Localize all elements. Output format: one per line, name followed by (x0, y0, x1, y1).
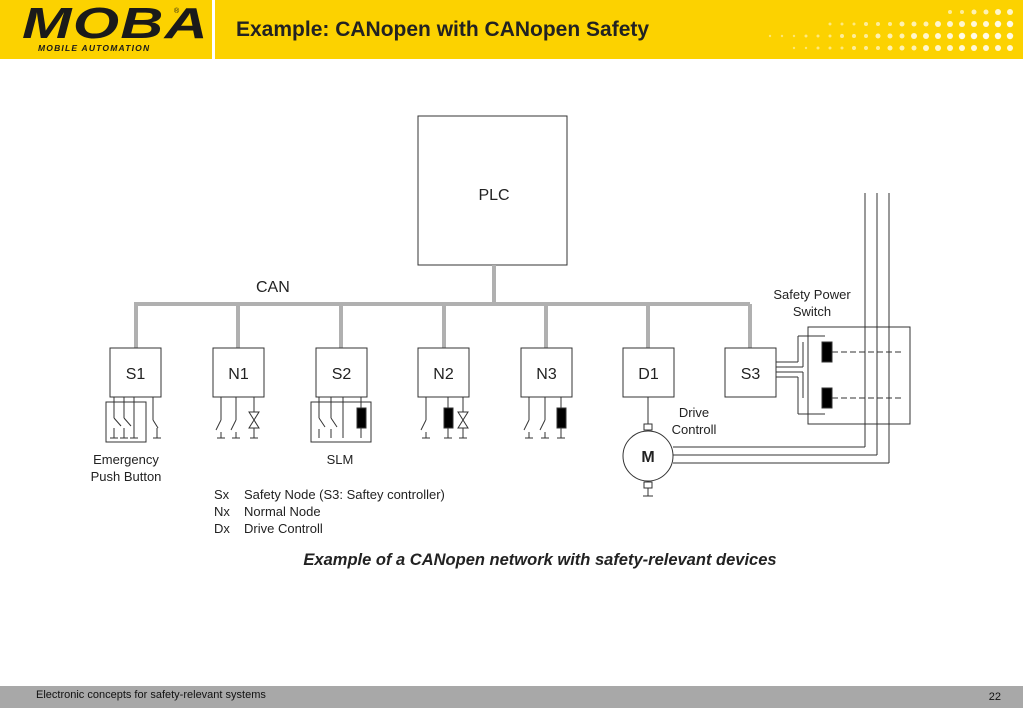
node-s1: S1 (109, 347, 162, 398)
motor-label: M (641, 449, 654, 466)
node-n1: N1 (212, 347, 265, 398)
node-s3: S3 (724, 347, 777, 398)
emergency-push-button-symbol (105, 397, 161, 443)
node-n3-label: N3 (536, 366, 557, 383)
emergency-label-line1: Emergency (93, 452, 159, 467)
header-bar: MOBA ® MOBILE AUTOMATION Example: CANope… (0, 0, 1023, 59)
canopen-network-diagram: PLC CAN S1 N1 S2 N2 N3 D1 S3 (91, 115, 911, 497)
plc-label: PLC (478, 187, 509, 204)
page-number: 22 (988, 691, 1001, 703)
logo-registered-mark: ® (174, 8, 180, 15)
header-dot-pattern (768, 9, 1014, 51)
moba-logo: MOBA ® MOBILE AUTOMATION (0, 0, 215, 59)
legend-text: Drive Controll (244, 521, 323, 536)
drive-label-line2: Controll (672, 422, 717, 437)
safety-power-switch-label-line1: Safety Power (773, 287, 851, 302)
node-s3-label: S3 (741, 366, 761, 383)
logo-subtitle: MOBILE AUTOMATION (38, 43, 151, 53)
footer-text: Electronic concepts for safety-relevant … (36, 689, 266, 701)
motor-symbol (622, 397, 674, 497)
emergency-label-line2: Push Button (91, 469, 162, 484)
drive-label-line1: Drive (679, 405, 709, 420)
node-d1: D1 (622, 347, 675, 398)
legend-text: Safety Node (S3: Saftey controller) (244, 487, 445, 502)
n2-io-symbols (420, 397, 469, 439)
n3-io-symbols (523, 397, 567, 439)
node-n1-label: N1 (228, 366, 249, 383)
node-s2: S2 (315, 347, 368, 398)
safety-power-switch-label-line2: Switch (793, 304, 831, 319)
footer-bar: Electronic concepts for safety-relevant … (0, 686, 1023, 708)
legend-text: Normal Node (244, 504, 321, 519)
node-n2-label: N2 (433, 366, 454, 383)
power-supply-lines (864, 193, 890, 463)
node-d1-label: D1 (638, 366, 659, 383)
slm-symbol (310, 397, 372, 443)
legend-item-dx: Dx Drive Controll (214, 521, 323, 536)
legend-code: Nx (214, 504, 230, 519)
can-bus-label: CAN (256, 279, 290, 296)
logo-wordmark: MOBA (22, 0, 209, 48)
legend-item-nx: Nx Normal Node (214, 504, 321, 519)
node-s2-label: S2 (332, 366, 352, 383)
node-n2: N2 (417, 347, 470, 398)
node-n3: N3 (520, 347, 573, 398)
node-s1-label: S1 (126, 366, 146, 383)
figure-caption: Example of a CANopen network with safety… (303, 551, 777, 569)
legend-item-sx: Sx Safety Node (S3: Saftey controller) (214, 487, 445, 502)
n1-io-symbols (215, 397, 260, 439)
safety-power-switch-symbol (776, 326, 911, 425)
slm-label: SLM (327, 452, 354, 467)
legend-code: Sx (214, 487, 230, 502)
slide-title: Example: CANopen with CANopen Safety (236, 18, 650, 41)
motor-power-lines (673, 446, 889, 464)
legend-code: Dx (214, 521, 230, 536)
can-bus (134, 265, 752, 348)
